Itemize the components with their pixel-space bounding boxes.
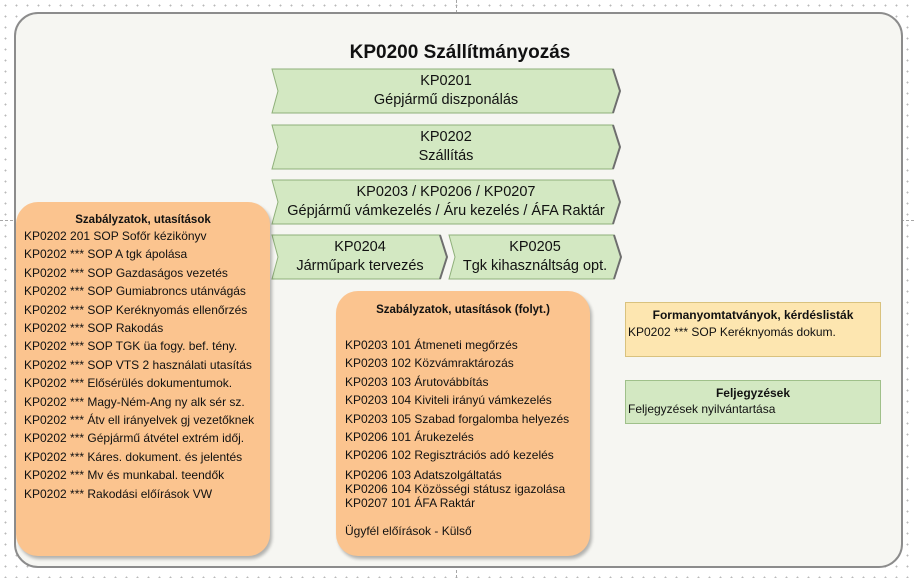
- process-name: Gépjármű vámkezelés / Áru kezelés / ÁFA …: [287, 203, 605, 219]
- chevron-shape: [448, 234, 623, 280]
- rules-panel-title: Szabályzatok, utasítások: [75, 214, 211, 226]
- rule-item[interactable]: KP0202 *** SOP Gumiabroncs utánvágás: [24, 284, 246, 299]
- process-kp0203-kp0206-kp0207[interactable]: KP0203 / KP0206 / KP0207 Gépjármű vámkez…: [270, 179, 622, 225]
- rule-item[interactable]: KP0202 *** Káres. dokument. és jelentés: [24, 449, 243, 464]
- forms-item[interactable]: KP0202 *** SOP Keréknyomás dokum.: [628, 325, 836, 339]
- rule-item[interactable]: KP0202 *** Gépjármű átvétel extrém időj.: [24, 431, 245, 446]
- process-name: Gépjármű diszponálás: [373, 92, 519, 108]
- rules-list: KP0203 101 Átmeneti megőrzés KP0203 102 …: [336, 316, 590, 540]
- chevron-shape: [271, 68, 622, 114]
- rules-panel-mid: Szabályzatok, utasítások (folyt.) KP0203…: [336, 291, 590, 556]
- chevron-shape: [271, 124, 622, 170]
- rule-item[interactable]: KP0202 *** Átv ell irányelvek gj vezetők…: [24, 413, 255, 428]
- chevron-shape: [271, 234, 449, 280]
- rule-item[interactable]: KP0203 101 Átmeneti megőrzés: [345, 338, 518, 352]
- rule-footer[interactable]: Ügyfél előírások - Külső: [345, 523, 472, 538]
- diagram-title: KP0200 Szállítmányozás: [349, 42, 571, 63]
- rule-item[interactable]: KP0206 101 Árukezelés: [345, 430, 474, 445]
- rule-item[interactable]: KP0202 *** Rakodási előírások VW: [24, 486, 213, 501]
- process-code: KP0201: [420, 73, 472, 89]
- rule-item[interactable]: KP0202 *** Magy-Ném-Ang ny alk sér sz.: [24, 394, 245, 409]
- rule-item[interactable]: KP0206 102 Regisztrációs adó kezelés: [345, 448, 554, 463]
- forms-title: Formanyomtatványok, kérdéslisták: [652, 308, 854, 322]
- rule-item[interactable]: KP0207 101 ÁFA Raktár: [345, 495, 476, 510]
- process-code: KP0204: [334, 239, 386, 255]
- records-box: Feljegyzések Feljegyzések nyilvántartása: [625, 380, 881, 424]
- process-code: KP0203 / KP0206 / KP0207: [356, 184, 536, 200]
- rules-panel-left: Szabályzatok, utasítások KP0202 201 SOP …: [16, 202, 270, 556]
- chevron-shape: [271, 179, 622, 225]
- rule-item[interactable]: KP0202 *** SOP A tgk ápolása: [24, 247, 188, 262]
- rule-item[interactable]: KP0202 *** SOP Gazdaságos vezetés: [24, 265, 228, 280]
- forms-box: Formanyomtatványok, kérdéslisták KP0202 …: [625, 302, 881, 357]
- process-name: Szállítás: [418, 148, 474, 164]
- rule-item[interactable]: KP0202 *** SOP Keréknyomás ellenőrzés: [24, 302, 248, 317]
- rule-item[interactable]: KP0203 105 Szabad forgalomba helyezés: [345, 411, 570, 426]
- rules-list: KP0202 201 SOP Sofőr kézikönyv KP0202 **…: [16, 226, 270, 503]
- rule-item[interactable]: KP0202 *** Mv és munkabal. teendők: [24, 468, 225, 483]
- rule-item[interactable]: KP0203 103 Árutovábbítás: [345, 374, 489, 389]
- process-code: KP0202: [420, 129, 472, 145]
- rule-item[interactable]: KP0206 104 Közösségi státusz igazolása: [345, 481, 566, 496]
- rules-panel-title: Szabályzatok, utasítások (folyt.): [376, 304, 550, 316]
- process-kp0204[interactable]: KP0204 Járműpark tervezés: [270, 234, 450, 280]
- rule-item[interactable]: KP0202 *** SOP Rakodás: [24, 321, 164, 336]
- rule-item[interactable]: KP0206 103 Adatszolgáltatás: [345, 467, 502, 482]
- rule-item[interactable]: KP0202 *** SOP VTS 2 használati utasítás: [24, 357, 252, 372]
- records-item[interactable]: Feljegyzések nyilvántartása: [628, 402, 776, 416]
- process-name: Tgk kihasználtság opt.: [462, 258, 608, 274]
- rule-item[interactable]: KP0202 *** SOP TGK üa fogy. bef. tény.: [24, 339, 238, 354]
- records-title: Feljegyzések: [715, 386, 791, 400]
- rule-item[interactable]: KP0202 201 SOP Sofőr kézikönyv: [24, 229, 207, 243]
- rule-item[interactable]: KP0203 104 Kiviteli irányú vámkezelés: [345, 393, 552, 408]
- process-kp0202[interactable]: KP0202 Szállítás: [270, 124, 622, 170]
- process-name: Járműpark tervezés: [296, 258, 424, 274]
- rule-item[interactable]: KP0202 *** Elősérülés dokumentumok.: [24, 376, 233, 391]
- process-kp0205[interactable]: KP0205 Tgk kihasználtság opt.: [447, 234, 623, 280]
- process-kp0201[interactable]: KP0201 Gépjármű diszponálás: [270, 68, 622, 114]
- rule-item[interactable]: KP0203 102 Közvámraktározás: [345, 356, 514, 371]
- process-code: KP0205: [509, 239, 561, 255]
